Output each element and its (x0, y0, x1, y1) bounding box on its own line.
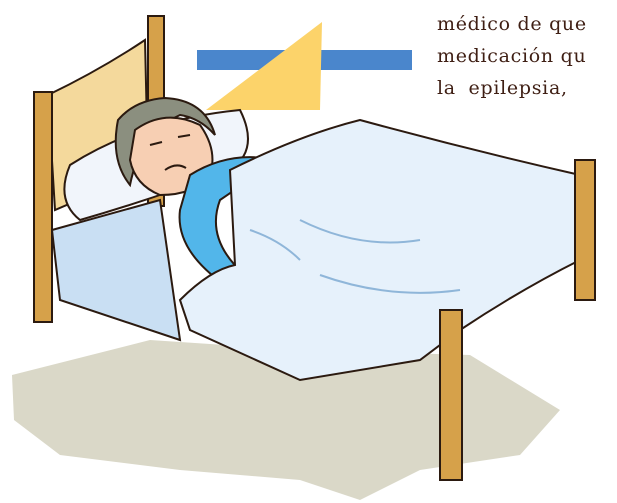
footboard-post-front (439, 309, 463, 481)
text-line: medicación qu (437, 45, 587, 67)
text-line: la epilepsia, (437, 77, 568, 99)
yellow-triangle (206, 22, 322, 110)
footboard-post-back (574, 159, 596, 301)
blanket-fold-1 (299, 219, 421, 244)
blanket-fold-2 (319, 274, 461, 294)
hair (114, 96, 216, 188)
headboard-post-left (33, 91, 53, 323)
eyes (149, 134, 191, 146)
blanket-fold-3 (249, 229, 301, 261)
mattress-side (50, 198, 182, 342)
text-line: médico de que (437, 13, 587, 35)
floor-shadow (12, 340, 560, 500)
paragraph-text: médico de que medicación qu la epilepsia… (437, 8, 617, 104)
mouth (164, 164, 187, 171)
